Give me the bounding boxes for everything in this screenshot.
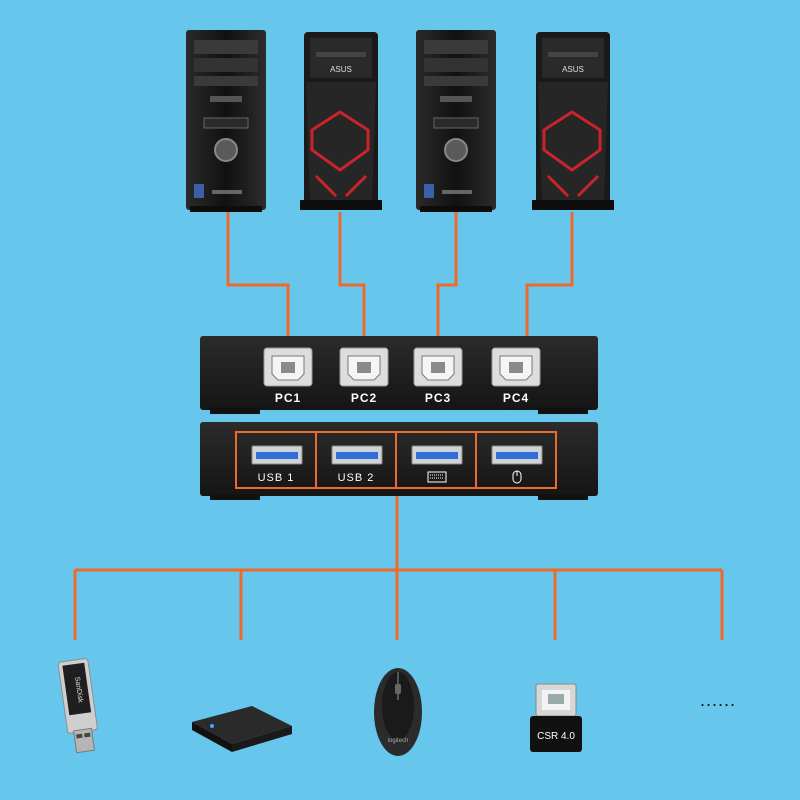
- computer-1: [186, 30, 266, 212]
- port-label-pc1: PC1: [275, 391, 301, 405]
- usb-a-port-2[interactable]: [331, 445, 383, 465]
- port-label-pc2: PC2: [351, 391, 377, 405]
- device-cables: [73, 494, 724, 640]
- computer-2-brand: ASUS: [330, 65, 352, 74]
- computer-4: ASUS: [532, 32, 614, 210]
- mouse-icon: [512, 470, 522, 484]
- usb-a-port-4[interactable]: [491, 445, 543, 465]
- cable-pc4: [525, 212, 574, 352]
- keyboard-icon: [427, 471, 447, 483]
- usb-label-2: USB 2: [338, 472, 375, 484]
- usb-b-port-pc4[interactable]: [491, 347, 541, 387]
- external-hard-drive: [192, 706, 292, 752]
- computer-2: ASUS: [300, 32, 382, 210]
- port-label-pc4: PC4: [503, 391, 529, 405]
- usb-b-port-pc2[interactable]: [339, 347, 389, 387]
- pc-cables: [226, 212, 574, 352]
- cable-pc3: [436, 212, 458, 352]
- port-label-pc3: PC3: [425, 391, 451, 405]
- mouse-brand: logitech: [388, 738, 409, 744]
- more-devices-ellipsis: ......: [700, 690, 736, 710]
- mouse-device: logitech: [374, 668, 422, 756]
- adapter-label: CSR 4.0: [537, 731, 575, 742]
- flash-drive-brand: SanDisk: [73, 676, 84, 703]
- usb-a-port-3[interactable]: [411, 445, 463, 465]
- cable-pc2: [338, 212, 366, 352]
- usb-b-port-pc1[interactable]: [263, 347, 313, 387]
- cable-pc1: [226, 212, 290, 352]
- computer-4-brand: ASUS: [562, 65, 584, 74]
- computer-3: [416, 30, 496, 212]
- switch-front-panel: USB 1 USB 2: [200, 422, 598, 500]
- usb-a-port-1[interactable]: [251, 445, 303, 465]
- usb-label-1: USB 1: [258, 472, 295, 484]
- bluetooth-adapter: CSR 4.0: [530, 683, 582, 752]
- switch-back-panel: PC1 PC2 PC3 PC4: [200, 336, 598, 414]
- usb-b-port-pc3[interactable]: [413, 347, 463, 387]
- usb-flash-drive: SanDisk: [57, 658, 98, 754]
